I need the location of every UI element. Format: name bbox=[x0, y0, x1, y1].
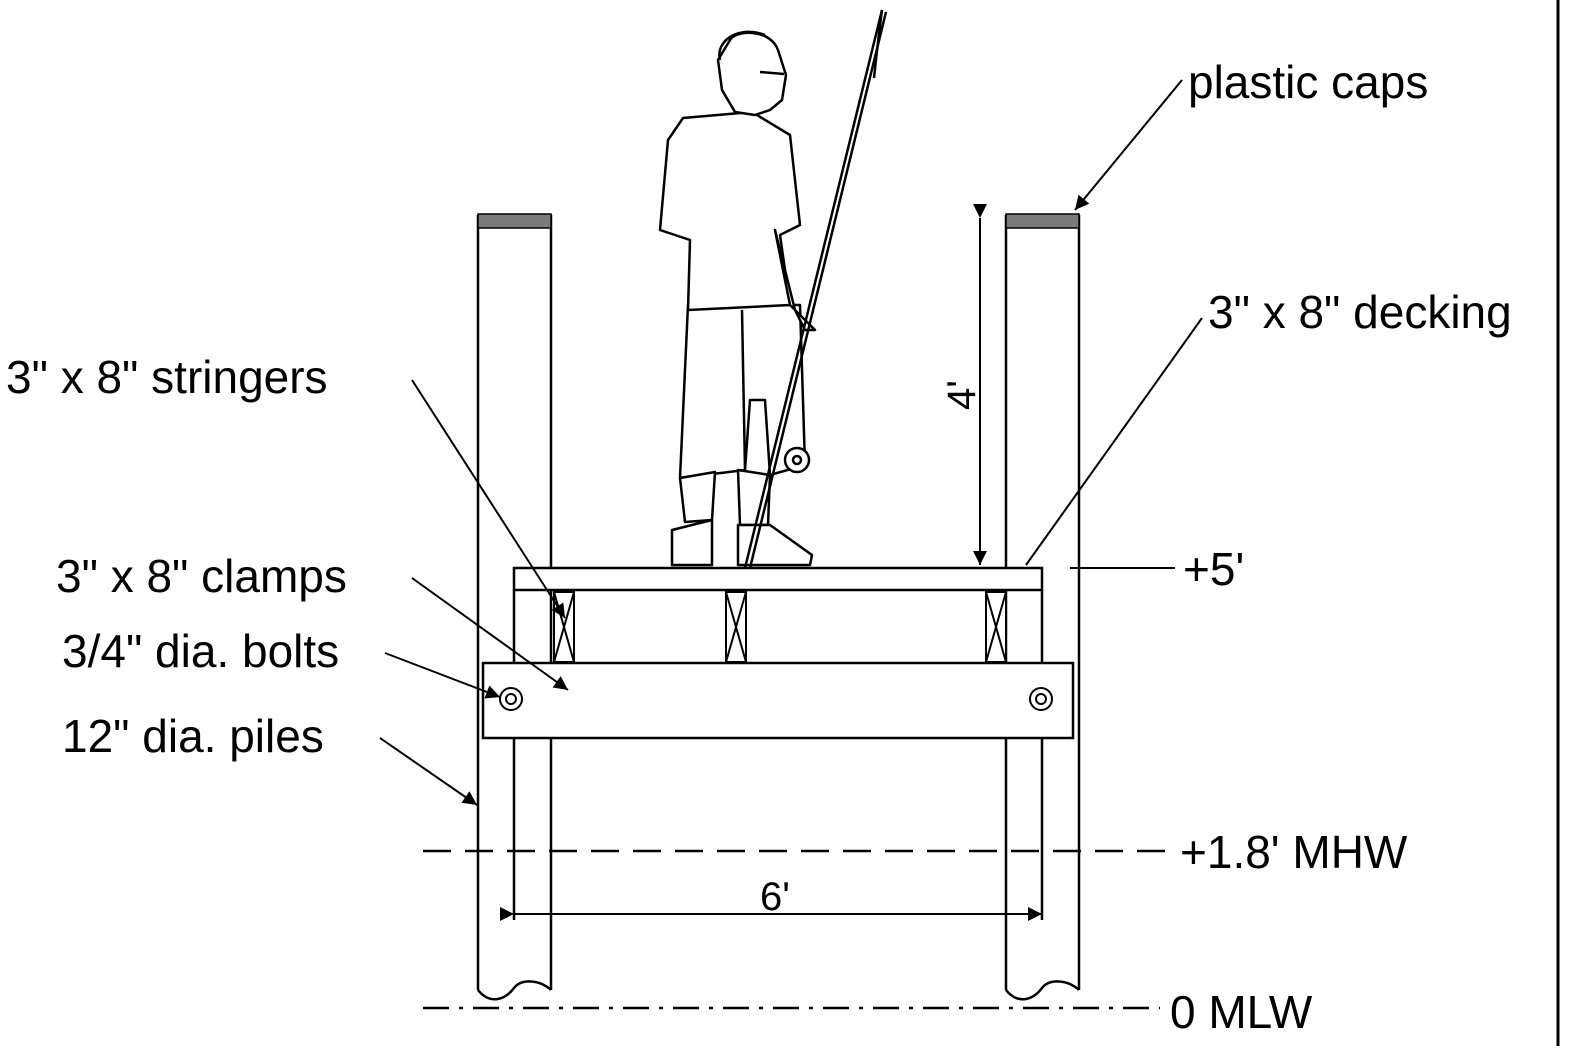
decking-leader bbox=[1025, 317, 1203, 566]
label-stringers: 3" x 8" stringers bbox=[6, 351, 328, 403]
piles-leader bbox=[379, 737, 478, 806]
label-mlw: 0 MLW bbox=[1170, 986, 1313, 1038]
label-clamps: 3" x 8" clamps bbox=[56, 550, 347, 602]
label-mhw: +1.8' MHW bbox=[1180, 826, 1408, 878]
label-decking: 3" x 8" decking bbox=[1208, 286, 1512, 338]
stringers-leader bbox=[411, 379, 566, 619]
clamps-leader bbox=[411, 577, 569, 691]
bolts-leader bbox=[384, 652, 501, 699]
stringer-right bbox=[985, 591, 1007, 663]
stringer-frame bbox=[512, 590, 1044, 920]
label-plastic-caps: plastic caps bbox=[1188, 56, 1428, 108]
right-pile-cap bbox=[1005, 213, 1080, 229]
plastic-caps-leader bbox=[1074, 79, 1183, 211]
fishing-reel bbox=[783, 446, 811, 474]
stringer-middle bbox=[725, 591, 747, 663]
bolt-left bbox=[499, 687, 523, 711]
label-piles: 12" dia. piles bbox=[62, 710, 324, 762]
label-rail-height: 4' bbox=[940, 380, 984, 410]
stringer-left bbox=[553, 591, 575, 663]
left-pile bbox=[476, 215, 553, 1001]
decking-board bbox=[512, 566, 1044, 592]
label-width: 6' bbox=[760, 875, 790, 919]
bolt-right bbox=[1029, 687, 1053, 711]
label-bolts: 3/4" dia. bolts bbox=[62, 625, 339, 677]
person-figure bbox=[658, 30, 817, 567]
clamp-beam bbox=[481, 661, 1075, 740]
left-pile-cap bbox=[477, 213, 552, 229]
label-deck-elevation: +5' bbox=[1183, 543, 1244, 595]
fishing-rod bbox=[743, 9, 888, 569]
